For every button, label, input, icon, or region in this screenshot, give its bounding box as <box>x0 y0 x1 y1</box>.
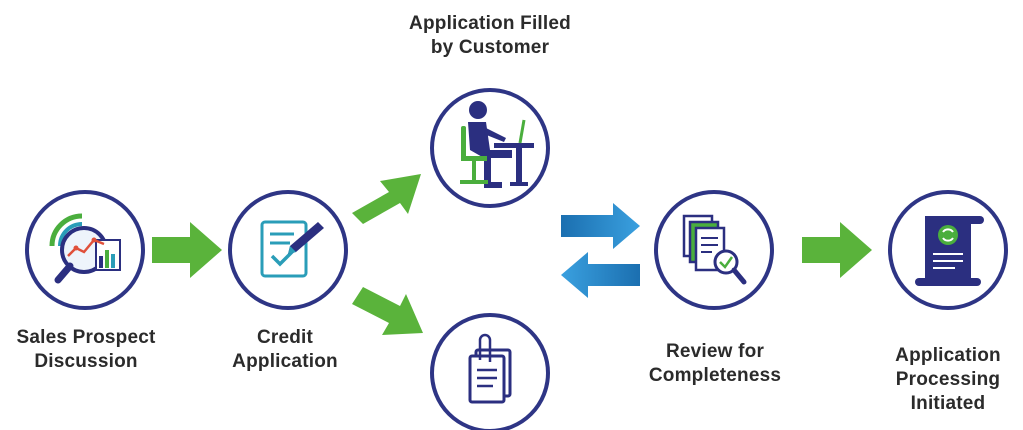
label-processing-initiated: Application Processing Initiated <box>878 344 1018 416</box>
label-credit-application: Credit Application <box>210 326 360 374</box>
label-line: Review for <box>665 341 765 362</box>
analytics-magnifier-icon <box>49 213 121 284</box>
label-line: Completeness <box>648 365 782 386</box>
arrow-sales-to-credit <box>152 222 222 278</box>
label-application-filled: Application Filled by Customer <box>370 12 610 60</box>
arrow-from-review-blue <box>561 252 640 298</box>
label-line: Discussion <box>34 351 138 372</box>
document-check-icon <box>682 214 747 285</box>
label-line: Application <box>895 345 1001 366</box>
label-line: Processing <box>895 369 1001 390</box>
arrow-credit-to-documents <box>352 287 423 335</box>
arrow-credit-to-filled <box>352 174 421 224</box>
label-review-completeness: Review for Completeness <box>630 340 800 388</box>
label-line: Credit <box>256 327 314 348</box>
label-sales-prospect: Sales Prospect Discussion <box>0 326 172 374</box>
arrow-to-review-blue <box>561 203 640 249</box>
arrow-review-to-processing <box>802 222 872 278</box>
person-at-computer-icon <box>460 101 534 188</box>
label-line: Application <box>232 351 338 372</box>
label-line: Application Filled <box>409 13 571 34</box>
scroll-recycle-icon <box>915 216 984 286</box>
form-pen-icon <box>260 220 324 278</box>
label-line: Initiated <box>910 393 986 414</box>
label-line: by Customer <box>430 37 550 58</box>
clipped-documents-icon <box>468 333 512 404</box>
label-line: Sales Prospect <box>16 327 156 348</box>
